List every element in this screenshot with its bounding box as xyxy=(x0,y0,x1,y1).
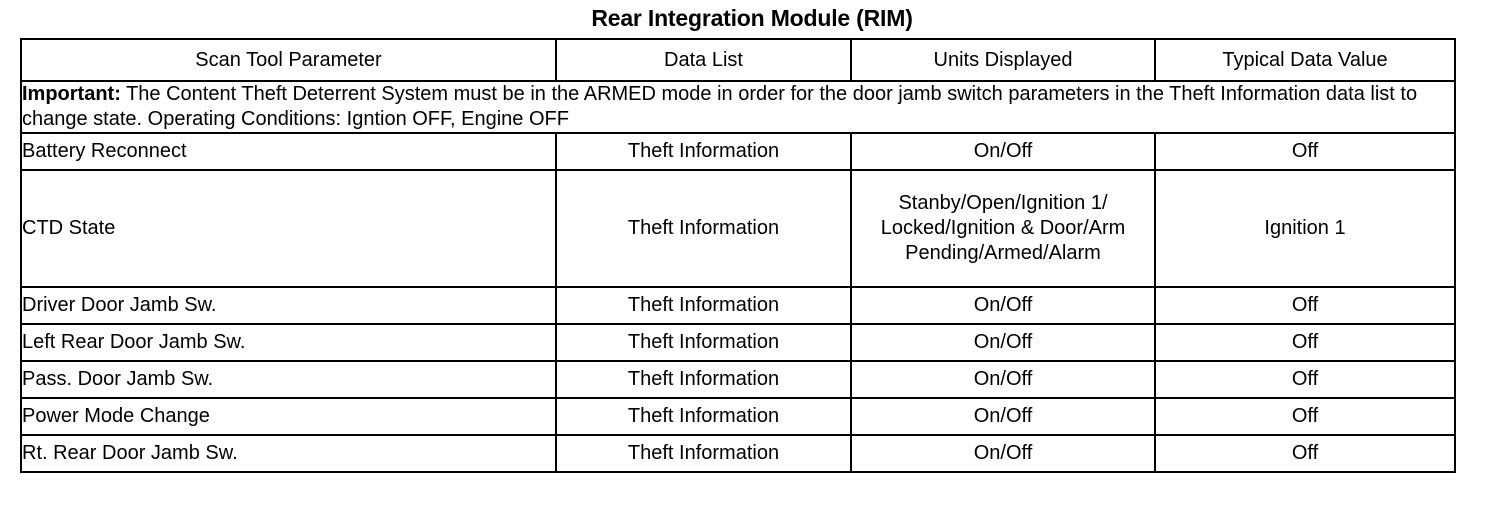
scan-tool-parameter-table: Scan Tool Parameter Data List Units Disp… xyxy=(20,38,1456,473)
row-typical-value: Ignition 1 xyxy=(1154,169,1456,288)
row-units: On/Off xyxy=(850,397,1156,436)
row-units: On/Off xyxy=(850,132,1156,171)
table-header: Scan Tool Parameter Data List Units Disp… xyxy=(20,38,1456,82)
important-note-cell: Important: The Content Theft Deterrent S… xyxy=(20,80,1456,134)
table-row: Driver Door Jamb Sw. Theft Information O… xyxy=(20,286,1456,325)
table-row: Battery Reconnect Theft Information On/O… xyxy=(20,132,1456,171)
row-typical-value: Off xyxy=(1154,397,1456,436)
row-parameter: Left Rear Door Jamb Sw. xyxy=(20,323,557,362)
row-parameter: Rt. Rear Door Jamb Sw. xyxy=(20,434,557,473)
row-units: Stanby/Open/Ignition 1/ Locked/Ignition … xyxy=(850,169,1156,288)
page-title: Rear Integration Module (RIM) xyxy=(591,5,913,31)
row-data-list: Theft Information xyxy=(555,286,852,325)
important-note-row: Important: The Content Theft Deterrent S… xyxy=(20,80,1456,134)
row-parameter: Driver Door Jamb Sw. xyxy=(20,286,557,325)
important-note-text: The Content Theft Deterrent System must … xyxy=(22,83,1418,130)
row-units: On/Off xyxy=(850,360,1156,399)
row-data-list: Theft Information xyxy=(555,360,852,399)
row-typical-value: Off xyxy=(1154,286,1456,325)
row-typical-value: Off xyxy=(1154,360,1456,399)
scan-tool-parameter-table-wrapper: Scan Tool Parameter Data List Units Disp… xyxy=(20,38,1456,473)
column-header-scan-tool-parameter: Scan Tool Parameter xyxy=(20,38,557,82)
row-parameter: Power Mode Change xyxy=(20,397,557,436)
row-units: On/Off xyxy=(850,286,1156,325)
row-data-list: Theft Information xyxy=(555,132,852,171)
table-row: Left Rear Door Jamb Sw. Theft Informatio… xyxy=(20,323,1456,362)
table-row: CTD State Theft Information Stanby/Open/… xyxy=(20,169,1456,288)
table-body: Important: The Content Theft Deterrent S… xyxy=(20,80,1456,473)
table-row: Power Mode Change Theft Information On/O… xyxy=(20,397,1456,436)
row-parameter: CTD State xyxy=(20,169,557,288)
column-header-typical-data-value: Typical Data Value xyxy=(1154,38,1456,82)
table-row: Pass. Door Jamb Sw. Theft Information On… xyxy=(20,360,1456,399)
row-data-list: Theft Information xyxy=(555,397,852,436)
column-header-data-list: Data List xyxy=(555,38,852,82)
table-header-row: Scan Tool Parameter Data List Units Disp… xyxy=(20,38,1456,82)
row-data-list: Theft Information xyxy=(555,323,852,362)
row-typical-value: Off xyxy=(1154,323,1456,362)
row-units: On/Off xyxy=(850,434,1156,473)
row-typical-value: Off xyxy=(1154,434,1456,473)
row-data-list: Theft Information xyxy=(555,169,852,288)
row-data-list: Theft Information xyxy=(555,434,852,473)
row-typical-value: Off xyxy=(1154,132,1456,171)
column-header-units-displayed: Units Displayed xyxy=(850,38,1156,82)
row-parameter: Pass. Door Jamb Sw. xyxy=(20,360,557,399)
table-row: Rt. Rear Door Jamb Sw. Theft Information… xyxy=(20,434,1456,473)
important-note-label: Important: xyxy=(22,83,121,105)
row-units: On/Off xyxy=(850,323,1156,362)
row-parameter: Battery Reconnect xyxy=(20,132,557,171)
